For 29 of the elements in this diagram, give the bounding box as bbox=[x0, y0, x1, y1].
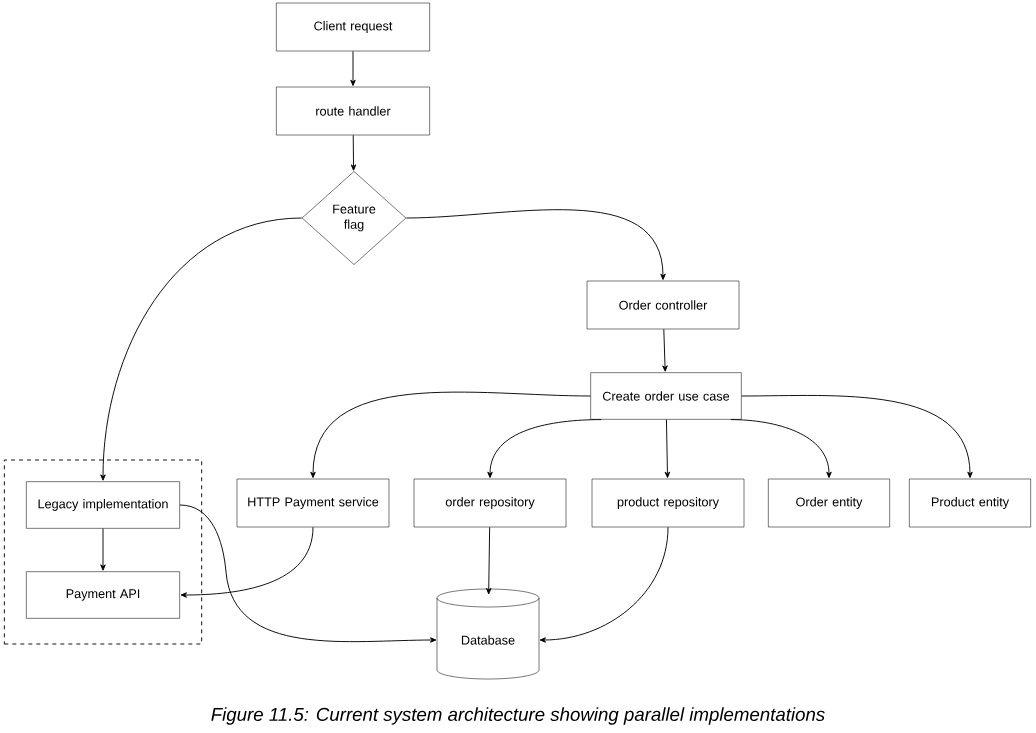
process-box: Legacy implementation bbox=[26, 481, 180, 529]
arrow bbox=[100, 528, 106, 571]
arrow bbox=[486, 526, 492, 595]
arrow bbox=[100, 217, 303, 481]
process-box: order repository bbox=[413, 478, 567, 528]
process-box: route handler bbox=[276, 86, 430, 136]
caption: Figure 11.5: Current system architecture showing parallel implementations bbox=[211, 707, 825, 725]
arrow bbox=[405, 209, 666, 280]
arrow bbox=[487, 419, 602, 478]
arrow bbox=[310, 391, 591, 478]
process-box: Create order use case bbox=[590, 372, 742, 420]
arrow bbox=[664, 419, 671, 478]
process-box: Product entity bbox=[909, 478, 1031, 528]
group-frame bbox=[3, 459, 203, 645]
process-box: HTTP Payment service bbox=[236, 478, 390, 528]
process-box: Client request bbox=[276, 2, 430, 52]
arrow bbox=[180, 526, 314, 598]
database-cylinder: Database bbox=[436, 588, 540, 680]
process-box: product repository bbox=[591, 478, 745, 528]
process-box: Payment API bbox=[26, 571, 180, 619]
process-box: Order entity bbox=[768, 478, 890, 528]
process-box: Order controller bbox=[586, 280, 740, 330]
arrow bbox=[350, 50, 356, 86]
arrow bbox=[179, 504, 437, 643]
arrow bbox=[662, 328, 668, 372]
arrow bbox=[741, 395, 973, 478]
arrow bbox=[539, 526, 669, 643]
arrow bbox=[350, 134, 357, 171]
arrow bbox=[730, 419, 832, 478]
